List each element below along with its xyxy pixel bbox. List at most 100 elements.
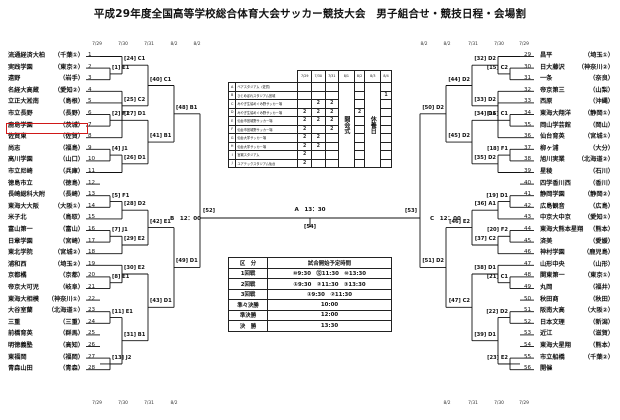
team-name: 京都橘: [8, 272, 27, 280]
match-label: [32] D2: [474, 56, 496, 63]
match-label: [23] E2: [487, 354, 508, 361]
team-number: 14: [88, 202, 96, 209]
team-number: 56: [524, 365, 532, 372]
team-name: 遠野: [8, 75, 21, 83]
date-header: 8/2: [193, 42, 201, 47]
team-name: 尚志: [8, 144, 21, 152]
team-name: 秋田商: [540, 295, 559, 303]
team-name: 東海大相模: [8, 295, 39, 303]
match-label: [44] D2: [448, 76, 470, 83]
kickoff-times: ①9:30 ②11:30 ③13:30: [267, 278, 392, 290]
date-header: 7/30: [118, 42, 128, 47]
venue-slot: [380, 99, 392, 109]
team-name: 丸岡: [540, 284, 553, 291]
venue-name: みやぎ生協めぐみ野サッカー場: [235, 107, 299, 117]
team-name: 広島観音: [540, 202, 565, 210]
final-label: [54]: [304, 224, 316, 230]
venue-slot: 2: [297, 116, 312, 126]
venue-date-header: 8/4: [380, 70, 392, 83]
team-number: 10: [88, 156, 96, 163]
venue-slot: 2: [311, 107, 326, 117]
match-label: [47] C2: [448, 298, 470, 305]
venue-slot: 2: [324, 124, 340, 134]
date-header: 8/2: [170, 42, 178, 47]
team-prefecture: （鳥取）: [59, 214, 84, 222]
kickoff-round: 準決勝: [228, 309, 268, 321]
team-number: 36: [524, 133, 532, 140]
team-name: 明徳義塾: [8, 342, 33, 349]
venue-slot: [353, 90, 366, 100]
highlighted-team-box: [6, 123, 88, 134]
match-label: [7] J1: [112, 227, 128, 234]
team-number: 37: [524, 144, 532, 151]
team-prefecture: （愛知②）: [54, 86, 84, 94]
venue-code: C: [227, 99, 237, 109]
team-name: 東海大星翔: [540, 342, 571, 349]
venue-slot: 2: [324, 107, 340, 117]
date-header: 7/31: [144, 42, 154, 47]
team-name: 阪南大高: [540, 307, 565, 315]
venue-name: 宮城スタジアム: [235, 150, 299, 160]
match-label: [29] E2: [124, 236, 145, 242]
match-label: [35] D2: [474, 154, 496, 161]
team-number: 31: [524, 75, 532, 82]
team-number: 12: [88, 179, 96, 186]
team-name: 徳島市立: [8, 179, 33, 187]
venue-slot: [324, 150, 340, 160]
match-label: [36] A1: [474, 201, 496, 208]
match-label: [26] D1: [124, 154, 146, 161]
match-label: [15] C2: [486, 64, 508, 71]
venue-name: みやぎ生協めぐみ野サッカー場: [235, 99, 299, 109]
team-name: 実践学園: [8, 63, 33, 71]
team-number: 19: [88, 260, 96, 267]
venue-slot: [380, 150, 392, 160]
venue-slot: [353, 124, 366, 134]
team-number: 5: [88, 98, 92, 105]
team-prefecture: （福岡）: [59, 353, 84, 361]
venue-slot: 2: [297, 150, 312, 160]
team-prefecture: （奈良）: [589, 75, 614, 83]
venue-slot: [324, 82, 340, 92]
team-name: 東北学院: [8, 249, 33, 257]
team-name: 山形中央: [540, 260, 565, 268]
team-prefecture: （神奈川②）: [577, 63, 614, 71]
team-prefecture: （群馬）: [59, 330, 84, 338]
team-prefecture: （三重）: [59, 318, 84, 326]
venue-slot: [353, 99, 366, 109]
team-number: 28: [88, 365, 96, 372]
venue-date-header: 8/2: [353, 70, 366, 83]
team-prefecture: （岩手）: [59, 75, 84, 83]
team-number: 42: [524, 202, 532, 209]
team-prefecture: （佐賀）: [59, 133, 84, 141]
team-prefecture: （京都）: [59, 272, 84, 280]
team-number: 2: [88, 63, 92, 70]
venue-name: ユアテックスタジアム仙台: [235, 158, 299, 168]
team-name: 三重: [8, 318, 21, 326]
match-label: [43] D1: [150, 298, 172, 305]
team-number: 55: [524, 353, 532, 360]
team-prefecture: （静岡②）: [584, 191, 614, 199]
semifinal-right-time: C 12：00: [430, 216, 461, 222]
team-name: 一条: [540, 75, 553, 83]
venue-slot: 2: [297, 124, 312, 134]
match-label: [13] J2: [112, 354, 132, 361]
team-name: 神村学園: [540, 249, 565, 257]
semifinal-left-time: B 12：00: [170, 216, 202, 222]
venue-code: F: [227, 124, 237, 134]
team-number: 35: [524, 121, 532, 128]
match-label: [1] E1: [112, 64, 130, 71]
team-number: 54: [524, 342, 532, 348]
date-header: 7/29: [519, 401, 529, 406]
team-prefecture: （富山）: [59, 226, 84, 233]
team-number: 27: [88, 353, 96, 360]
match-label: [18] F1: [487, 146, 508, 153]
team-prefecture: （熊本）: [589, 226, 614, 233]
team-number: 43: [524, 214, 532, 221]
venue-code: B: [227, 90, 237, 100]
team-number: 20: [88, 272, 96, 279]
